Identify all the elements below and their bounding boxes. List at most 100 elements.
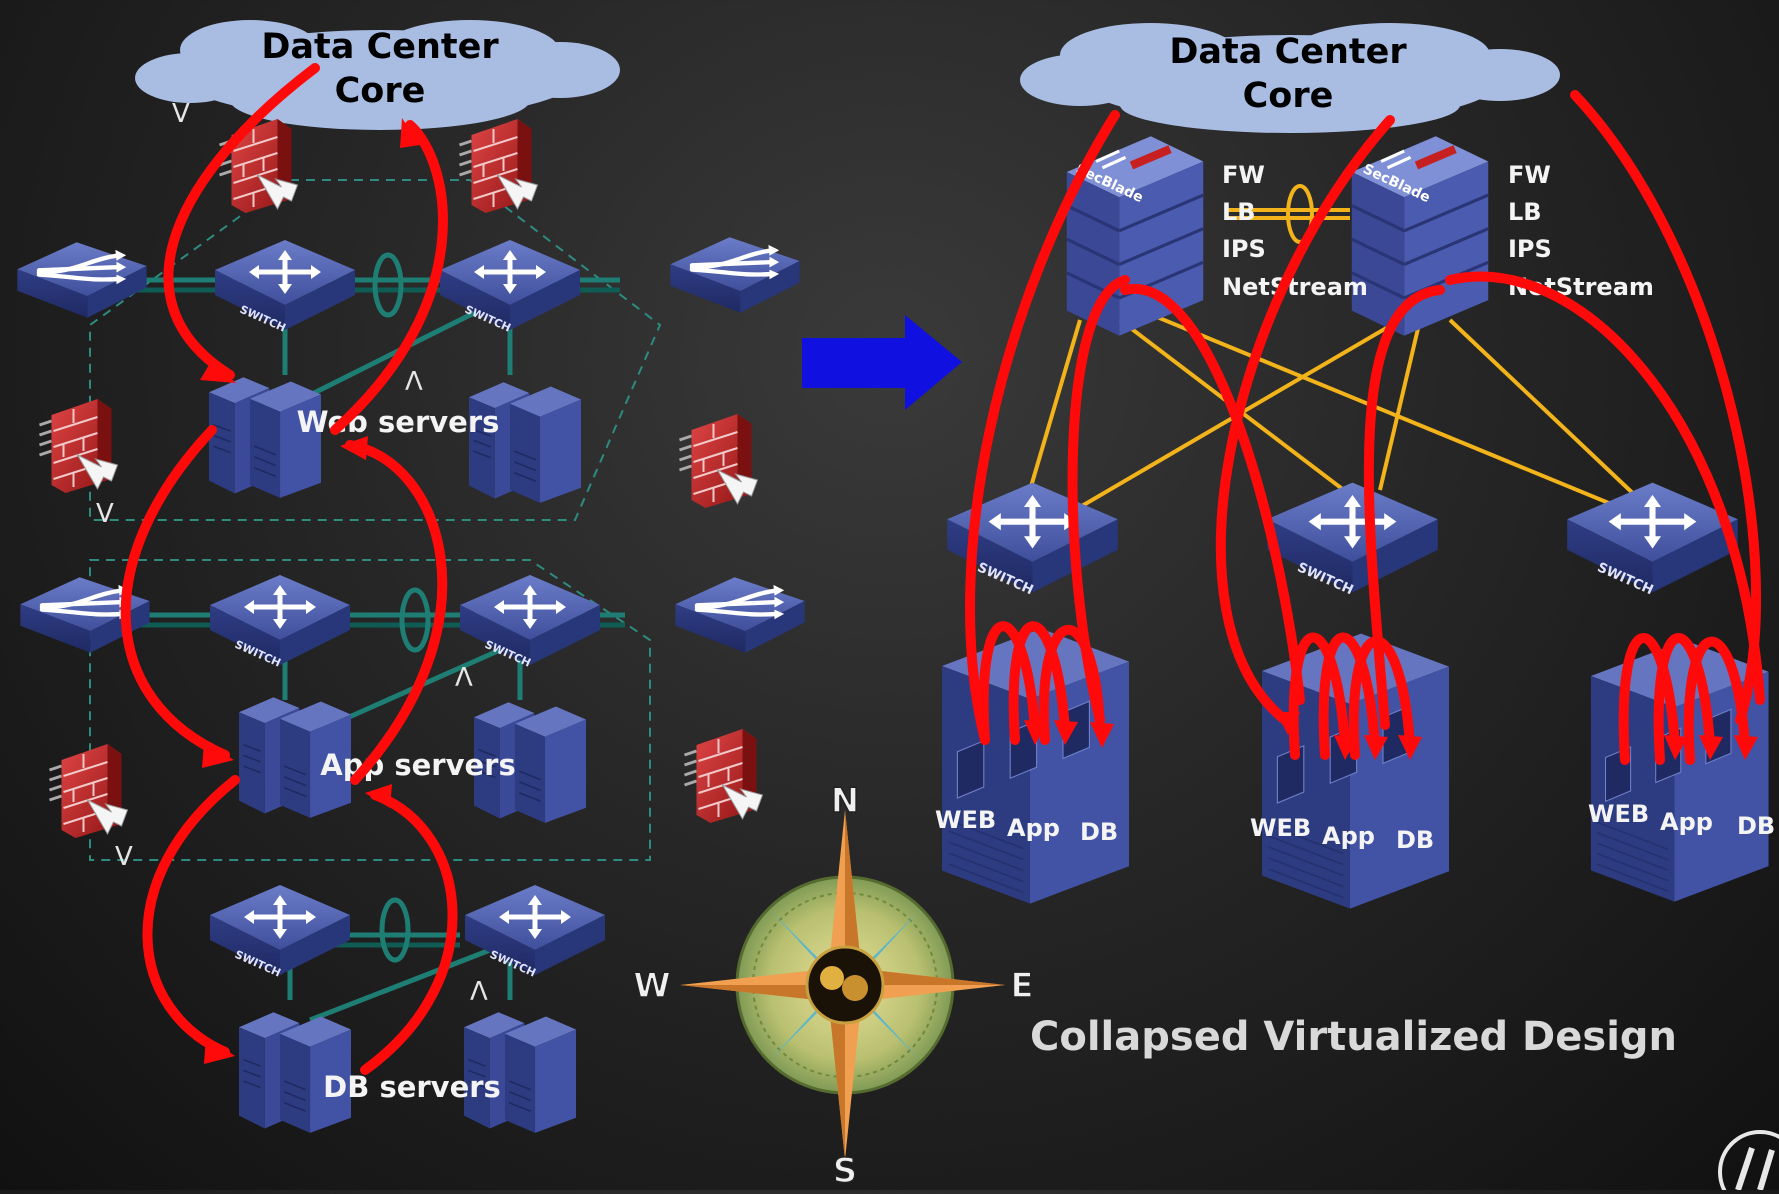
service-label-lb: LB [1508,198,1542,226]
server-group-3-labels: WEB App DB [1588,800,1775,840]
server-group-2-labels: WEB App DB [1250,814,1434,854]
flow-path [330,120,448,435]
flow-path [1216,115,1395,725]
caret-up: Λ [470,977,488,1007]
flow-arrowhead [1364,735,1388,760]
flow-arrowhead [1334,735,1358,760]
caret-down: V [172,99,190,129]
service-label-ips: IPS [1222,235,1266,263]
service-label-lb: LB [1222,198,1256,226]
service-label-fw: FW [1222,161,1265,189]
firewall-icon [677,412,760,510]
load-balancer-icon [675,577,804,652]
flow-arrowhead [365,784,392,808]
compass-rose-icon: N E S W [632,780,1034,1192]
firewall-icon [682,727,765,825]
flow-loop [1618,633,1680,765]
arrow-right-icon [802,315,962,410]
flow-path [120,425,230,760]
tier-label-app: App servers [320,748,515,782]
service-label-netstream: NetStream [1222,273,1368,301]
right-collapsed-design: Data Center Core SecBlade SecBlade FW LB… [935,23,1775,1060]
left-traffic-flow [120,63,458,1075]
switch-icon [215,240,355,335]
compass-north-label: N [831,781,859,821]
flow-loop [1318,632,1380,760]
flow-arrowhead [1398,735,1422,760]
flow-arrowhead [1664,735,1688,760]
caret-down: V [96,499,114,529]
flow-arrowhead [200,360,236,383]
right-core-label-line2: Core [1243,76,1334,116]
caret-down: V [115,842,133,872]
cloud-icon [1020,23,1560,133]
tier-label-web: Web servers [297,405,500,439]
flow-loop [1348,636,1415,760]
right-data-center-core-cloud: Data Center Core [1020,23,1560,133]
compass-south-label: S [833,1151,858,1190]
vm-label-db: DB [1080,818,1118,846]
vm-label-web: WEB [1250,814,1311,842]
flow-arrowhead [1054,720,1078,745]
server-group-1-labels: WEB App DB [935,806,1118,846]
design-title: Collapsed Virtualized Design [1030,1014,1677,1060]
flow-path [1445,271,1765,705]
left-core-label-line1: Data Center [261,27,499,67]
flow-path [1120,283,1305,705]
left-core-label-line2: Core [335,71,426,111]
right-core-label-line1: Data Center [1169,32,1407,72]
caret-up: Λ [455,663,473,693]
left-data-center-core-cloud: Data Center Core [135,20,620,130]
server-icon [468,381,582,504]
flow-arrowhead [1090,722,1114,748]
vm-label-web: WEB [1588,800,1649,828]
right-traffic-flow [965,90,1765,765]
caret-up: Λ [405,367,423,397]
flow-path [360,790,458,1075]
tier-label-db: DB servers [323,1070,501,1104]
vm-label-db: DB [1396,826,1434,854]
firewall-icon [217,117,300,215]
flow-loop [978,621,1040,745]
vm-label-web: WEB [935,806,996,834]
firewall-icon [37,397,120,495]
flow-arrowhead [400,118,420,148]
compass-west-label: W [633,966,671,1006]
flow-arrowhead [1734,735,1758,760]
compass-east-label: E [1010,966,1033,1006]
flow-loop [1653,633,1715,765]
load-balancer-icon [670,237,799,312]
flow-arrowhead [202,742,234,768]
vm-label-app: App [1007,814,1060,842]
vm-label-app: App [1322,822,1375,850]
flow-arrowhead [1024,720,1048,745]
switch-icon [210,575,350,670]
flow-arrowhead [1699,735,1723,760]
dashed-link-ring-middle [89,559,651,861]
switch-icon [1267,483,1438,599]
load-balancer-icon [17,242,146,317]
flow-loop [1038,624,1105,745]
vm-label-app: App [1660,808,1713,836]
flow-loop [1683,636,1750,765]
flow-arrowhead [340,436,368,460]
flow-arrowhead [1276,712,1300,735]
switch-icon [465,885,605,980]
dashed-link-ring-top [89,179,662,521]
flow-loop [1008,621,1070,745]
switch-icon [460,575,600,670]
left-legacy-design: Data Center Core Web servers App servers [17,20,804,1134]
service-label-fw: FW [1508,161,1551,189]
server-icon [1590,639,1770,903]
flow-path [965,110,1120,745]
flow-path [142,775,240,1057]
flow-path [163,63,320,380]
service-labels-left-chassis: FW LB IPS NetStream [1222,161,1368,301]
hp-logo-icon [1718,1130,1779,1194]
switch-icon [210,885,350,980]
flow-path [345,440,448,785]
service-label-ips: IPS [1508,235,1552,263]
firewall-icon [457,117,540,215]
